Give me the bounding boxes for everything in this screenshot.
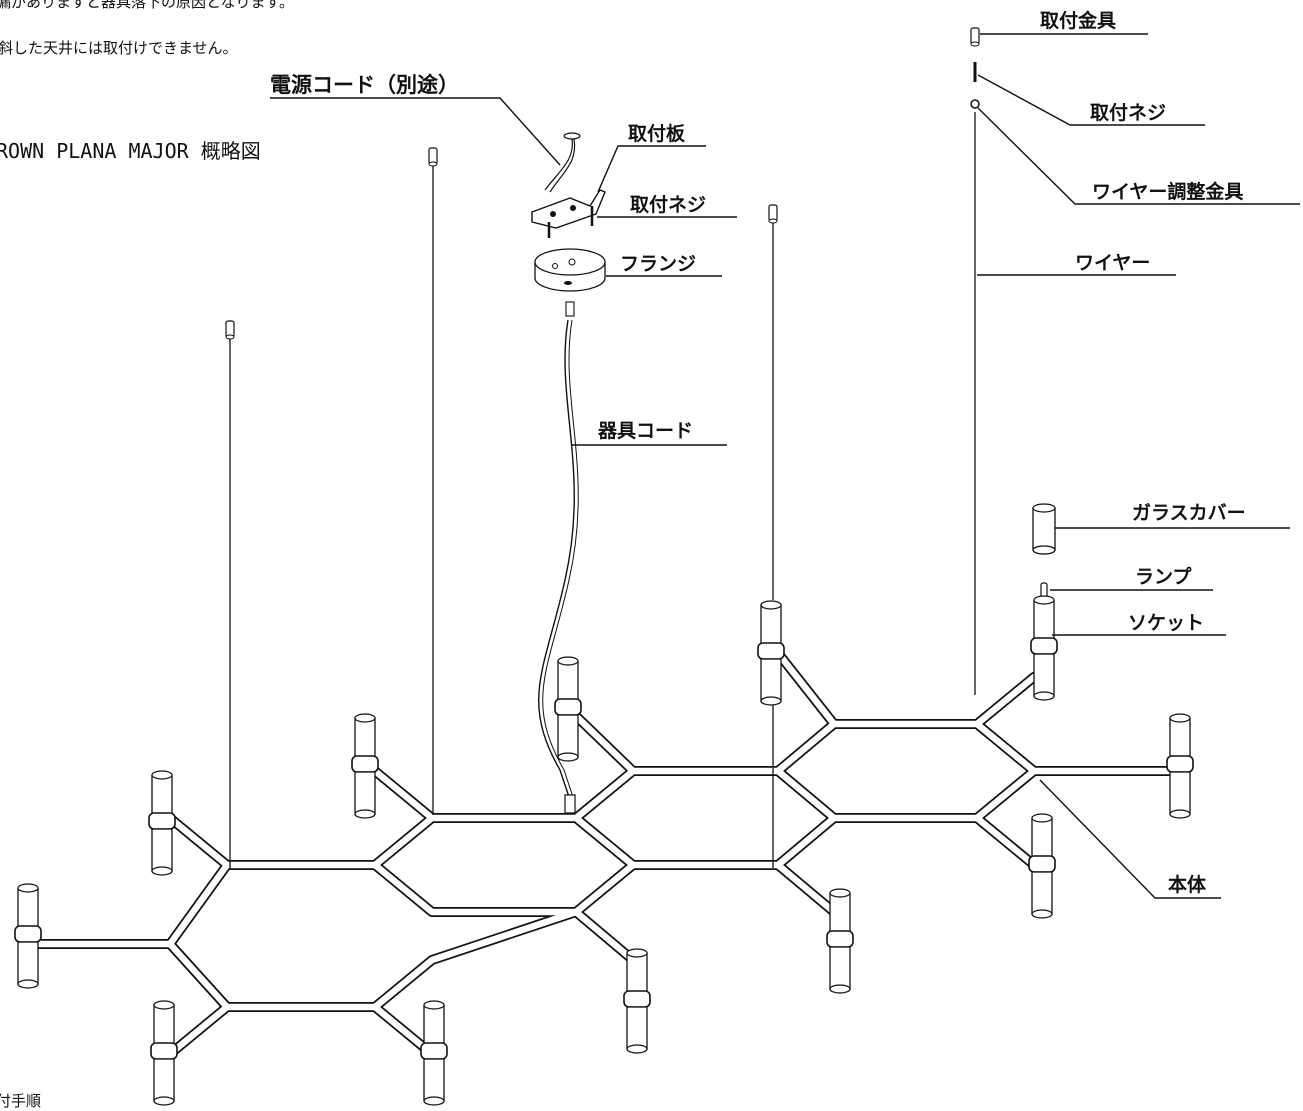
label-fixture-cord: 器具コード — [598, 420, 694, 442]
label-wire: ワイヤー — [1075, 252, 1151, 274]
label-mounting-plate: 取付板 — [628, 123, 686, 145]
fixture-cord — [538, 319, 575, 801]
label-mounting-screw-top: 取付ネジ — [1090, 102, 1167, 124]
diagram-title: ROWN PLANA MAJOR 概略図 — [0, 139, 261, 163]
wire-caps — [225, 147, 778, 340]
right-hardware — [970, 27, 1056, 639]
label-glass-cover: ガラスカバー — [1132, 502, 1246, 524]
label-socket: ソケット — [1128, 612, 1205, 634]
mounting-assembly — [531, 132, 606, 292]
leader-lines — [270, 33, 1300, 899]
label-wire-adjuster: ワイヤー調整金具 — [1092, 181, 1244, 203]
label-power-cord: 電源コード（別途） — [270, 73, 459, 97]
suspension-wires — [229, 112, 976, 870]
label-mounting-screw: 取付ネジ — [630, 194, 707, 216]
label-flange: フランジ — [620, 253, 697, 275]
label-lamp: ランプ — [1135, 566, 1192, 588]
frame-body — [23, 648, 1185, 1059]
notice-line-2: 斜した天井には取付けできません。 — [0, 39, 238, 57]
bottom-heading: 付手順 — [0, 1092, 42, 1110]
notice-line-1: 漏がありますと器具落下の原因となります。 — [0, 0, 295, 11]
label-body: 本体 — [1168, 874, 1207, 896]
label-mounting-hardware: 取付金具 — [1040, 10, 1117, 32]
